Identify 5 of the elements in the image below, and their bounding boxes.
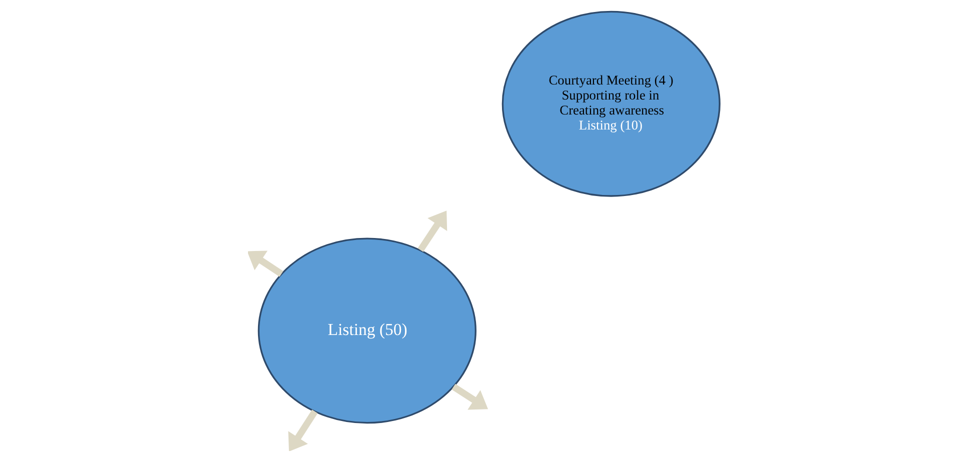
node-ellipse: Courtyard Meeting (4 ) Supporting role in Creating awareness Listing (10): [502, 10, 720, 197]
arrow: [452, 384, 488, 410]
arrow: [418, 210, 448, 252]
arrow: [288, 410, 318, 451]
arrow: [248, 250, 284, 277]
